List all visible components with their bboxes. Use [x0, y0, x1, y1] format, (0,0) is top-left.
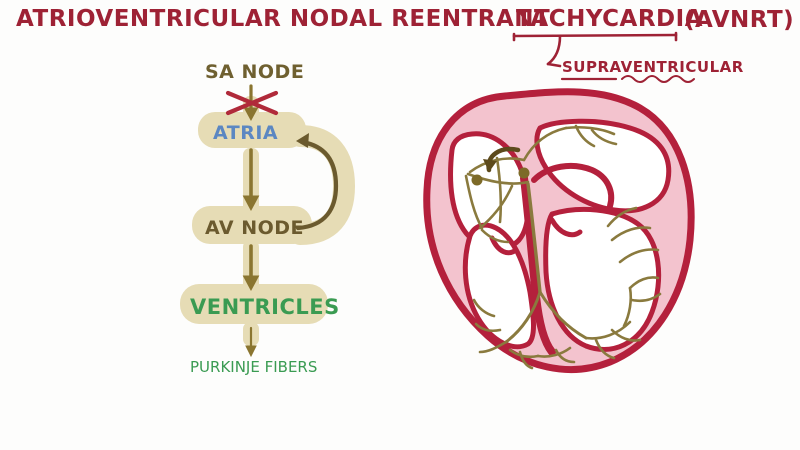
title-emphasis-tachycardia: TACHYCARDIA	[516, 6, 703, 32]
red-x-block	[225, 90, 279, 116]
title-annotation-supraventricular: SUPRAVENTRICULAR	[562, 58, 744, 76]
flowchart-label-atria: ATRIA	[213, 122, 278, 144]
interventricular-septum	[520, 174, 556, 356]
title-annotation-bracket	[512, 31, 678, 68]
flowchart-arrows	[242, 84, 260, 358]
flowchart-label-purkinje-fibers: PURKINJE FIBERS	[190, 358, 317, 376]
reentry-loop-backing	[289, 125, 356, 245]
left-atrium-chamber	[534, 118, 672, 214]
flowchart-boxes	[180, 112, 328, 324]
av-node-marker	[518, 167, 530, 179]
av-node-box	[192, 206, 312, 244]
flowchart-label-av-node: AV NODE	[205, 217, 304, 239]
valve-cusp-left	[489, 235, 519, 256]
title-abbreviation: (AVNRT)	[684, 7, 794, 33]
aortic-arch	[531, 162, 615, 209]
heart-reentry-circuit	[471, 146, 530, 186]
ventricular-wavy-underline	[621, 75, 695, 83]
flowchart-label-sa-node: SA NODE	[205, 61, 304, 83]
flowchart-label-ventricles: VENTRICLES	[190, 295, 340, 319]
page-title: ATRIOVENTRICULAR NODAL REENTRANT	[16, 6, 550, 32]
left-ventricle-chamber	[543, 206, 662, 352]
sa-node-marker	[471, 174, 483, 186]
valve-cusp-right	[549, 217, 583, 238]
reentrant-circuit-arrow	[295, 133, 339, 231]
conduction-system	[464, 124, 662, 370]
atria-box	[198, 112, 306, 148]
right-ventricle-chamber	[462, 222, 536, 350]
ventricles-box	[180, 284, 328, 324]
